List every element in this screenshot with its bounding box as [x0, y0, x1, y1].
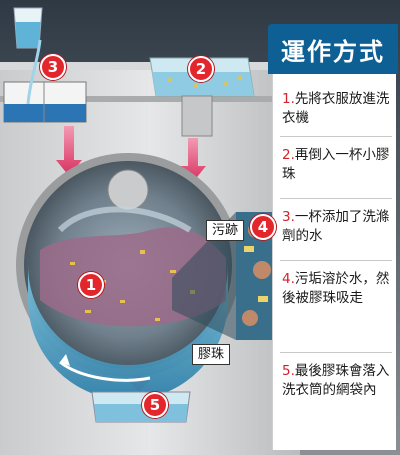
badge-4: 4	[250, 214, 276, 240]
step-number: 3.	[282, 209, 295, 225]
step-number: 4.	[282, 271, 295, 287]
badge-2: 2	[188, 56, 214, 82]
step-3: 3.一杯添加了洗滌劑的水	[282, 208, 394, 246]
divider	[280, 198, 392, 199]
step-5: 5.最後膠珠會落入洗衣筒的網袋內	[282, 362, 394, 400]
step-4: 4.污垢溶於水，然後被膠珠吸走	[282, 270, 394, 308]
detergent-drawer	[3, 39, 87, 123]
step-2: 2.再倒入一杯小膠珠	[282, 146, 394, 184]
step-number: 2.	[282, 147, 295, 163]
dirt-label: 污跡	[206, 220, 245, 241]
arrow-detergent	[56, 126, 82, 176]
step-text: 最後膠珠會落入洗衣筒的網袋內	[282, 363, 390, 398]
step-number: 5.	[282, 363, 295, 379]
beads-label: 膠珠	[192, 344, 231, 365]
glass-of-water	[13, 7, 43, 49]
steps-panel	[272, 34, 396, 450]
step-text: 再倒入一杯小膠珠	[282, 147, 390, 182]
badge-3: 3	[40, 54, 66, 80]
drum	[16, 153, 240, 400]
divider	[280, 136, 392, 137]
divider	[280, 352, 392, 353]
step-text: 一杯添加了洗滌劑的水	[282, 209, 390, 244]
badge-1: 1	[78, 272, 104, 298]
step-text: 污垢溶於水，然後被膠珠吸走	[282, 271, 390, 306]
divider	[280, 260, 392, 261]
step-number: 1.	[282, 91, 295, 107]
page-title: 運作方式	[281, 37, 385, 66]
step-1: 1.先將衣服放進洗衣機	[282, 90, 394, 128]
badge-5: 5	[142, 392, 168, 418]
step-text: 先將衣服放進洗衣機	[282, 91, 390, 126]
title-bar: 運作方式	[268, 24, 398, 74]
drain-tray	[91, 391, 191, 423]
